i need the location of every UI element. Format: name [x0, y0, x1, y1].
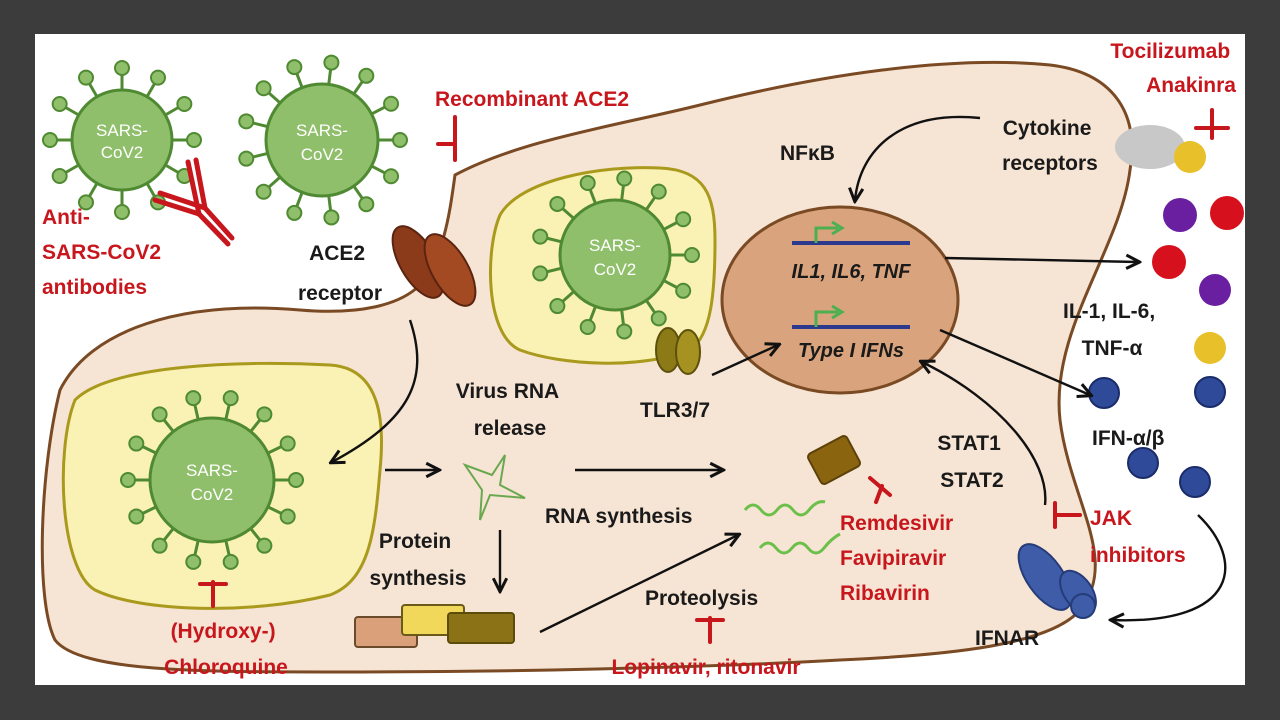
- rna-synthesis-label: RNA synthesis: [545, 505, 692, 528]
- pathway-arrows: [332, 115, 1227, 634]
- cytokine-molecules: [1152, 196, 1244, 364]
- lopinavir-label: Lopinavir, ritonavir: [611, 656, 800, 679]
- inhibitor-marks: [198, 108, 1230, 644]
- tocilizumab-anakinra-label: Tocilizumab Anakinra: [1110, 40, 1236, 97]
- cytokine-receptors-label: Cytokine receptors: [1002, 117, 1098, 175]
- polymerase-icon: [807, 435, 861, 485]
- virus-endosome-left-icon: SARS-CoV2: [120, 390, 304, 570]
- gene-interferon-icon: [792, 304, 910, 329]
- ace2-label: ACE2 receptor: [298, 242, 382, 305]
- ifnar-label: IFNAR: [975, 627, 1039, 650]
- virus-top-left-icon: SARS-CoV2: [42, 60, 202, 220]
- gene-interferon-label: Type I IFNs: [798, 340, 904, 362]
- antibody-icon: [152, 157, 235, 247]
- ifnar-receptor-icon: [1017, 543, 1097, 619]
- chloroquine-label: (Hydroxy-) Chloroquine: [164, 620, 288, 679]
- rna-release-icon: [462, 454, 526, 521]
- antibodies-label: Anti- SARS-CoV2 antibodies: [42, 206, 167, 299]
- interferon-molecules: [1088, 376, 1226, 498]
- nucleus: [720, 205, 960, 395]
- nfkb-label: NFκB: [780, 142, 835, 165]
- ace2-receptor-icon: [391, 225, 477, 307]
- il-cytokines-label: IL-1, IL-6, TNF-α: [1063, 300, 1161, 360]
- virus-rna-release-label: Virus RNA release: [456, 380, 565, 440]
- stat-label: STAT1 STAT2: [937, 432, 1006, 492]
- ifn-ab-label: IFN-α/β: [1092, 427, 1165, 450]
- cytokine-receptor-icon: [1115, 125, 1206, 173]
- virus-endosome-upper-label: SARS-CoV2: [589, 236, 641, 279]
- tlr-label: TLR3/7: [640, 399, 710, 422]
- proteins-icon: [354, 604, 515, 648]
- virus-endosome-left-label: SARS-CoV2: [186, 461, 238, 504]
- virus-ace2-icon: SARS-CoV2: [238, 54, 408, 226]
- gene-inflammatory-label: IL1, IL6, TNF: [792, 261, 912, 283]
- virus-top-left-label: SARS-CoV2: [96, 121, 148, 162]
- rna-strands-icon: [743, 500, 841, 555]
- tlr-receptor-icon: [655, 327, 701, 375]
- proteolysis-label: Proteolysis: [645, 587, 758, 610]
- gene-inflammatory-icon: [792, 220, 910, 245]
- virus-ace2-label: SARS-CoV2: [296, 121, 348, 164]
- jak-inhibitors-label: JAK inhibitors: [1090, 507, 1186, 567]
- recombinant-ace2-label: Recombinant ACE2: [435, 88, 629, 111]
- virus-endosome-upper-icon: SARS-CoV2: [532, 170, 700, 340]
- polymerase-inhibitors-label: Remdesivir Favipiravir Ribavirin: [840, 512, 959, 605]
- protein-synthesis-label: Protein synthesis: [370, 530, 467, 590]
